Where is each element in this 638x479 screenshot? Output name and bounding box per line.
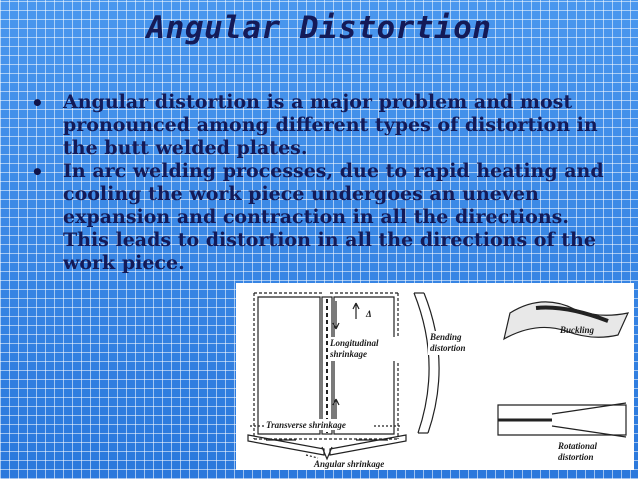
- buckling-label: Buckling: [559, 325, 595, 335]
- distortion-figure: Longitudinal shrinkage Δ Transverse shri…: [236, 283, 634, 470]
- bending-label-2: distortion: [430, 343, 466, 353]
- bending-drawing: [413, 292, 440, 434]
- rotational-label: Rotational: [557, 441, 598, 451]
- angular-shrinkage-drawing: [247, 434, 407, 461]
- buckling-drawing: [503, 301, 630, 341]
- bullet-item: • Angular distortion is a major problem …: [30, 91, 610, 160]
- angular-shrinkage-label: Angular shrinkage: [313, 459, 384, 469]
- bullet-text: In arc welding processes, due to rapid h…: [63, 160, 604, 274]
- bullet-dot-icon: •: [31, 160, 44, 184]
- longitudinal-label-2: shrinkage: [329, 349, 367, 359]
- rotational-drawing: [497, 402, 627, 438]
- bending-label: Bending: [429, 332, 462, 342]
- bullet-text: Angular distortion is a major problem an…: [63, 91, 598, 159]
- longitudinal-label: Longitudinal: [329, 338, 379, 348]
- welded-plate-drawing: [250, 292, 402, 441]
- delta-label: Δ: [365, 309, 372, 319]
- slide-title: Angular Distortion: [146, 10, 492, 46]
- bullet-list: • Angular distortion is a major problem …: [30, 91, 610, 275]
- transverse-label: Transverse shrinkage: [266, 420, 346, 430]
- bullet-item: • In arc welding processes, due to rapid…: [30, 160, 610, 275]
- bullet-dot-icon: •: [31, 91, 44, 115]
- rotational-label-2: distortion: [558, 452, 594, 462]
- distortion-diagram: Longitudinal shrinkage Δ Transverse shri…: [247, 292, 630, 469]
